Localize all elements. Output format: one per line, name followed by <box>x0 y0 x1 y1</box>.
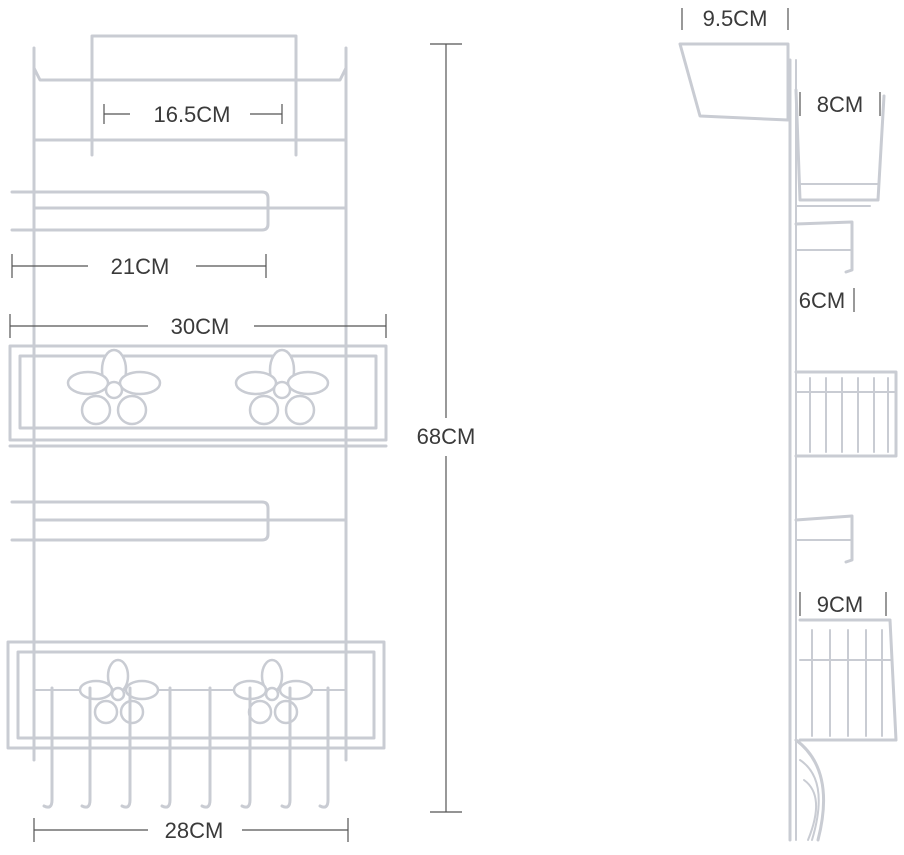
label-hanger-depth: 9.5CM <box>703 6 768 31</box>
label-upper-towel-bar-width: 21CM <box>111 254 170 279</box>
dimension-shelf-width: 30CM <box>9 314 387 339</box>
hook-row <box>42 686 330 809</box>
label-upper-basket-depth: 8CM <box>817 92 863 117</box>
dimension-top-hanger: 16.5CM <box>103 102 283 127</box>
flower-decoration-right <box>234 348 330 426</box>
dimension-overall-height: 68CM <box>417 43 476 813</box>
dimension-bottom-width: 28CM <box>33 818 349 843</box>
flower-decoration-bottom-left <box>78 658 160 725</box>
label-middle-depth: 6CM <box>799 288 845 313</box>
front-view-rack <box>6 34 388 809</box>
dimension-hanger-depth: 9.5CM <box>681 6 789 31</box>
label-top-hanger-width: 16.5CM <box>153 102 230 127</box>
label-overall-height: 68CM <box>417 424 476 449</box>
dimension-middle-depth: 6CM <box>799 288 855 313</box>
label-shelf-width: 30CM <box>171 314 230 339</box>
dimension-lower-basket-depth: 9CM <box>799 592 887 617</box>
side-view-rack <box>678 42 898 842</box>
flower-decoration-left <box>66 348 162 426</box>
flower-decoration-bottom-right <box>232 658 314 725</box>
label-lower-basket-depth: 9CM <box>817 592 863 617</box>
dimension-upper-basket-depth: 8CM <box>799 92 881 117</box>
dimension-upper-towel-bar: 21CM <box>11 254 267 279</box>
label-bottom-width: 28CM <box>165 818 224 843</box>
